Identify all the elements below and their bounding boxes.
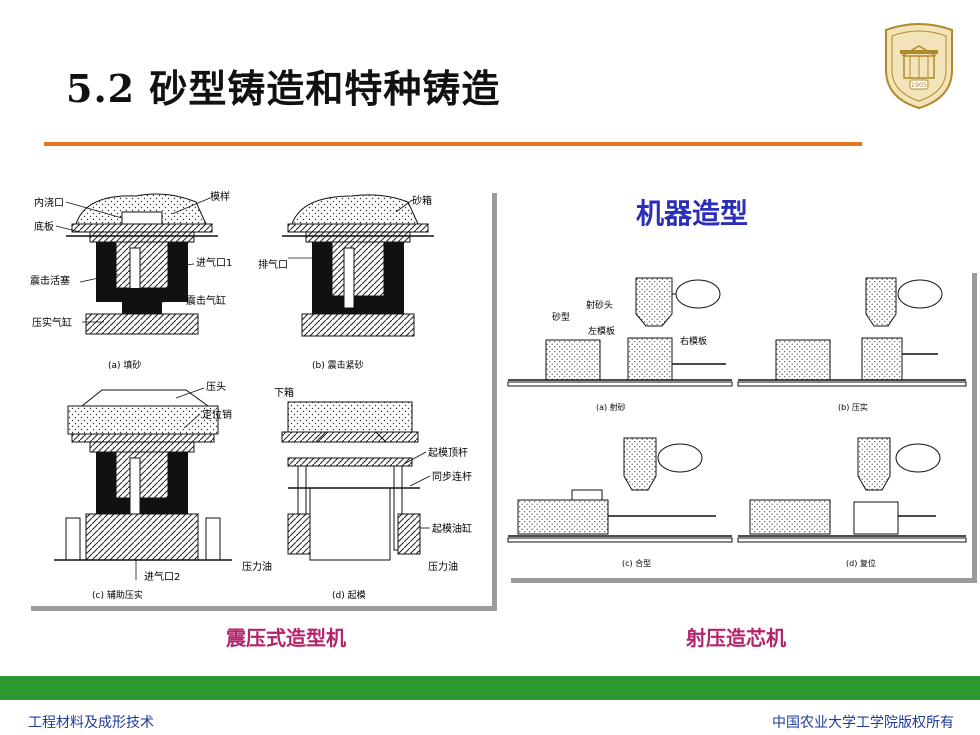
subcaption-a: (a) 填砂 xyxy=(108,359,141,371)
svg-text:砂型: 砂型 xyxy=(552,311,570,323)
svg-text:右模板: 右模板 xyxy=(680,335,707,347)
logo-year: 1905 xyxy=(911,81,928,89)
university-logo: 1905 xyxy=(885,23,953,110)
diagram-shoot-b xyxy=(737,277,967,387)
svg-text:起模顶杆: 起模顶杆 xyxy=(428,447,468,459)
diagram-d xyxy=(281,401,421,561)
diagram-b xyxy=(282,194,434,337)
svg-text:压实气缸: 压实气缸 xyxy=(32,316,72,329)
svg-text:进气口1: 进气口1 xyxy=(196,256,232,269)
diagram-a xyxy=(66,193,218,335)
jolt-squeeze-figure: 内浇口 底板 模样 进气口1 震击活塞 震击气缸 压实气缸 (a) 填砂 砂箱 … xyxy=(26,188,492,606)
footer-bar xyxy=(0,676,980,700)
svg-text:底板: 底板 xyxy=(34,220,54,233)
svg-text:排气口: 排气口 xyxy=(258,258,288,271)
svg-text:模样: 模样 xyxy=(210,190,230,203)
svg-text:进气口2: 进气口2 xyxy=(144,570,180,583)
diagram-shoot-a xyxy=(507,277,733,387)
svg-text:砂箱: 砂箱 xyxy=(412,194,432,207)
svg-text:左模板: 左模板 xyxy=(588,325,615,337)
caption-shoot-squeeze: 射压造芯机 xyxy=(686,626,786,650)
diagram-c xyxy=(54,389,232,561)
svg-text:压头: 压头 xyxy=(206,381,226,393)
svg-text:震击气缸: 震击气缸 xyxy=(186,294,226,307)
section-title: 机器造型 xyxy=(636,197,749,230)
svg-text:射砂头: 射砂头 xyxy=(586,299,613,311)
subcaption-b: (b) 震击紧砂 xyxy=(312,359,364,371)
svg-text:内浇口: 内浇口 xyxy=(34,196,64,209)
caption-jolt-squeeze: 震压式造型机 xyxy=(226,626,346,650)
subcaption-shoot-d: (d) 复位 xyxy=(846,558,876,568)
title-divider xyxy=(44,142,862,146)
svg-text:同步连杆: 同步连杆 xyxy=(432,470,472,483)
diagram-shoot-d xyxy=(737,437,967,543)
footer-copyright: 中国农业大学工学院版权所有 xyxy=(772,715,954,731)
footer-course: 工程材料及成形技术 xyxy=(28,715,154,731)
subcaption-shoot-b: (b) 压实 xyxy=(838,402,868,412)
shoot-squeeze-figure: 砂型 射砂头 左模板 右模板 (a) 射砂 (b) 压实 (c) 合型 xyxy=(506,268,972,578)
svg-text:压力油: 压力油 xyxy=(242,560,272,573)
svg-text:定位销: 定位销 xyxy=(202,408,232,421)
jolt-squeeze-diagram: 内浇口 底板 模样 进气口1 震击活塞 震击气缸 压实气缸 (a) 填砂 砂箱 … xyxy=(30,190,472,601)
svg-text:下箱: 下箱 xyxy=(274,386,294,399)
svg-text:震击活塞: 震击活塞 xyxy=(30,274,70,287)
shoot-squeeze-diagram: 砂型 射砂头 左模板 右模板 (a) 射砂 (b) 压实 (c) 合型 xyxy=(507,277,967,568)
subcaption-d: (d) 起模 xyxy=(332,590,366,601)
diagram-shoot-c xyxy=(507,437,733,543)
subcaption-c: (c) 辅助压实 xyxy=(92,589,143,601)
page-title: 5.2 砂型铸造和特种铸造 xyxy=(66,66,501,111)
subcaption-shoot-a: (a) 射砂 xyxy=(596,402,626,412)
svg-text:起模油缸: 起模油缸 xyxy=(432,522,472,535)
svg-text:压力油: 压力油 xyxy=(428,560,458,573)
subcaption-shoot-c: (c) 合型 xyxy=(622,558,651,568)
